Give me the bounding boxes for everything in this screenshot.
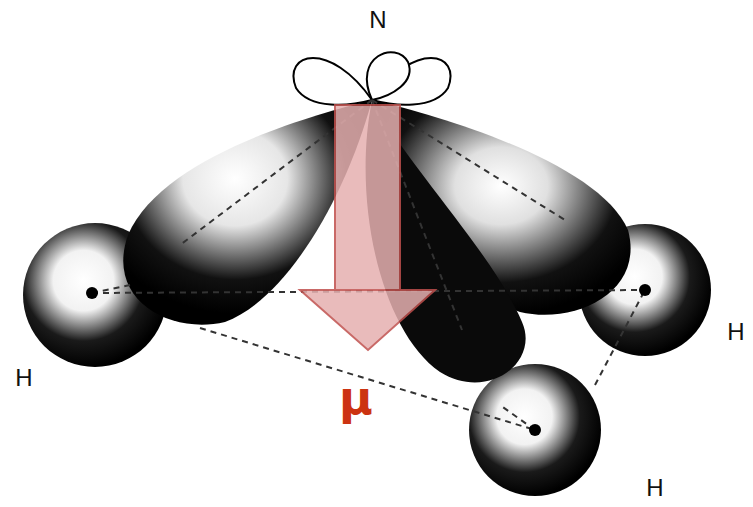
- geometry-lines: [92, 100, 645, 430]
- atom-label: H: [727, 320, 744, 344]
- nucleus-dot: [86, 287, 98, 299]
- dipole-arrow: [300, 105, 435, 350]
- nucleus-dot: [529, 424, 541, 436]
- hydrogen-sphere: [469, 364, 601, 496]
- dipole-label: μ: [339, 375, 373, 421]
- atom-label: H: [646, 476, 663, 500]
- nucleus-dot: [639, 284, 651, 296]
- lone-pair-lobe: [367, 52, 410, 100]
- atom-label: H: [15, 366, 32, 390]
- atom-label: N: [369, 8, 386, 32]
- lone-pair-lobe: [294, 58, 372, 105]
